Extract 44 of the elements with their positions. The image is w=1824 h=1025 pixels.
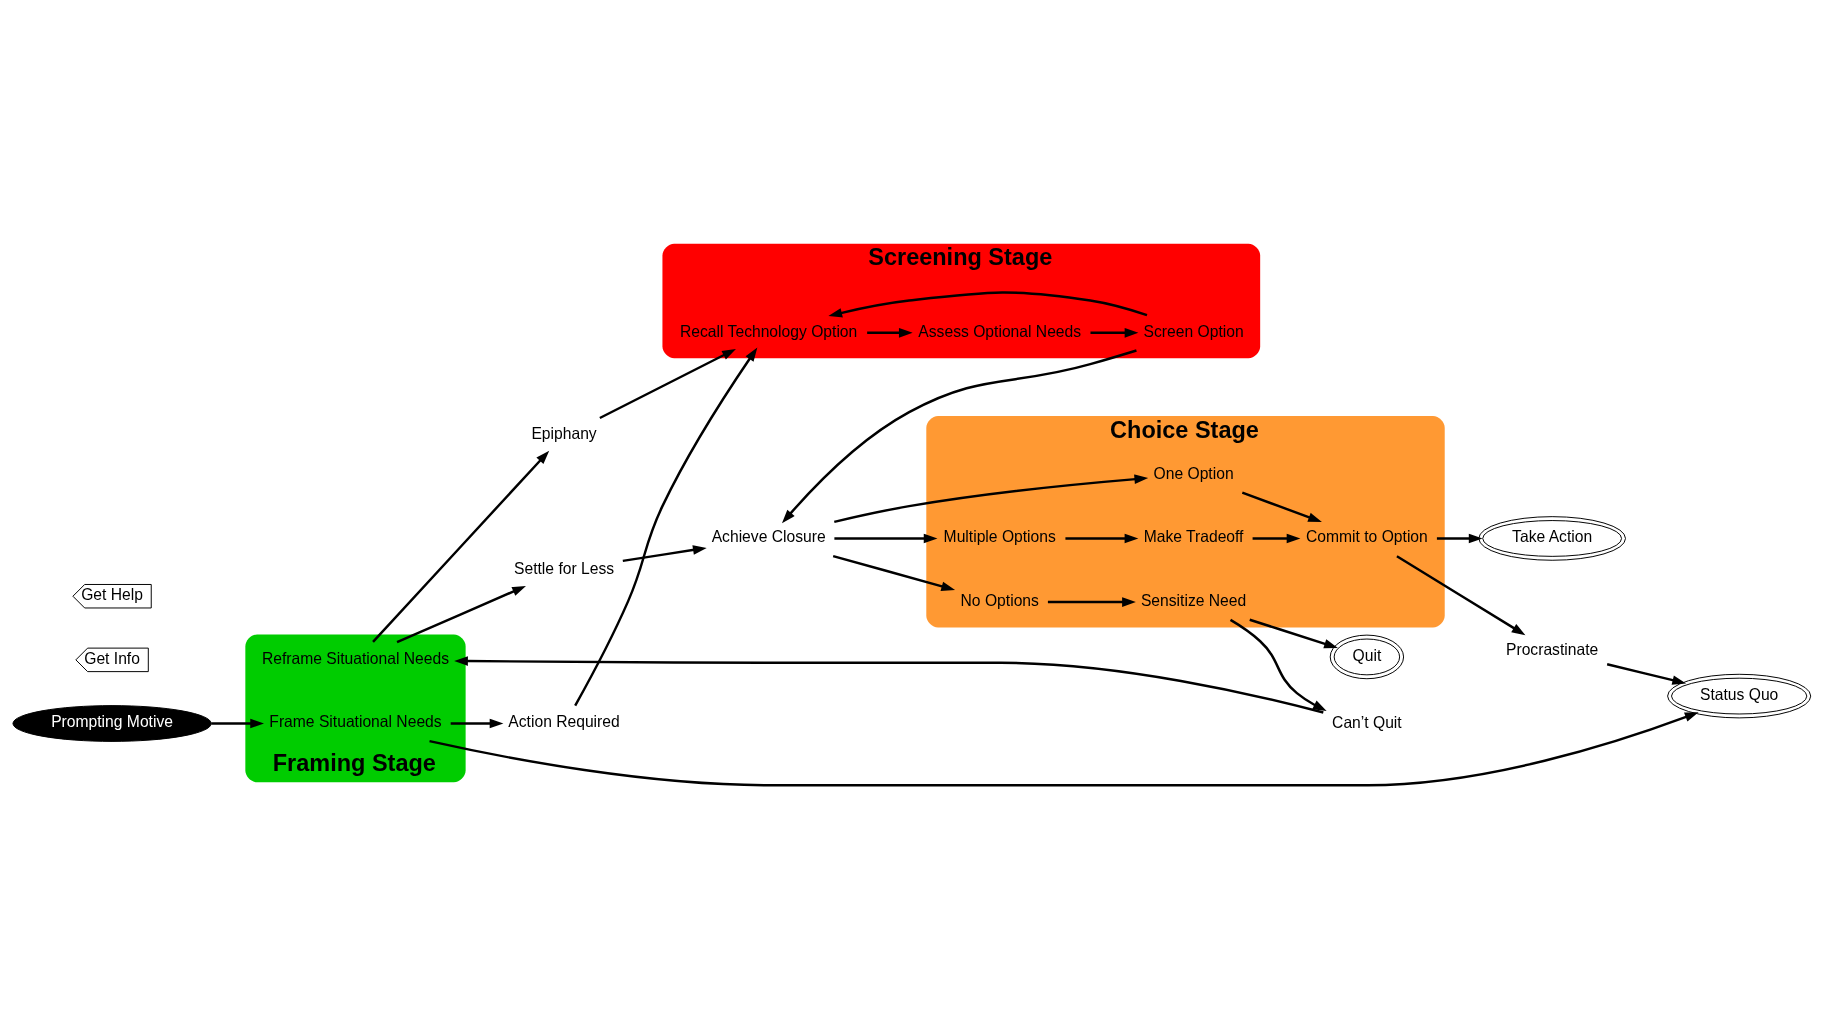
arrow bbox=[834, 533, 938, 543]
node-text: Settle for Less bbox=[514, 559, 615, 577]
arrow bbox=[834, 473, 1149, 523]
node-text: Recall Technology Option bbox=[680, 322, 858, 340]
node-text: Screen Option bbox=[1143, 322, 1244, 340]
node-text: Make Tradeoff bbox=[1143, 527, 1244, 545]
arrow bbox=[1436, 533, 1483, 543]
arrow bbox=[372, 450, 550, 643]
node-text: One Option bbox=[1153, 464, 1234, 482]
arrow bbox=[1047, 596, 1136, 607]
node-text: Multiple Options bbox=[943, 527, 1056, 545]
arrow bbox=[1065, 533, 1139, 543]
arrow bbox=[1252, 533, 1301, 543]
arrow bbox=[828, 290, 1148, 318]
node-text: Commit to Option bbox=[1305, 527, 1428, 545]
arrow bbox=[1606, 662, 1687, 685]
arrow bbox=[1249, 618, 1338, 648]
node-ellipse: Quit bbox=[1329, 634, 1405, 679]
node-text: Can’t Quit bbox=[1332, 713, 1402, 731]
node-text: Action Required bbox=[508, 712, 620, 730]
arrow bbox=[396, 585, 526, 643]
arrow bbox=[574, 347, 758, 706]
arrow bbox=[622, 544, 707, 562]
arrow bbox=[211, 718, 264, 728]
node-text: No Options bbox=[960, 591, 1039, 609]
arrow bbox=[450, 718, 504, 728]
arrow bbox=[429, 711, 1699, 786]
arrow bbox=[1396, 554, 1526, 635]
node-text: Sensitize Need bbox=[1140, 591, 1247, 609]
arrow bbox=[599, 348, 736, 419]
arrow bbox=[1229, 618, 1327, 711]
arrow bbox=[1241, 490, 1322, 522]
node-text: Frame Situational Needs bbox=[269, 712, 442, 730]
arrow bbox=[781, 348, 1137, 523]
arrow bbox=[1090, 327, 1139, 338]
node-text: Epiphany bbox=[531, 424, 597, 442]
node-ellipse: Prompting Motive bbox=[12, 704, 212, 742]
node-text: Assess Optional Needs bbox=[918, 322, 1082, 340]
node-text: Procrastinate bbox=[1506, 640, 1599, 658]
arrow bbox=[867, 327, 913, 338]
node-text: Reframe Situational Needs bbox=[261, 649, 450, 667]
arrow bbox=[454, 655, 1324, 714]
arrow bbox=[832, 554, 956, 591]
node-text: Achieve Closure bbox=[711, 527, 826, 545]
